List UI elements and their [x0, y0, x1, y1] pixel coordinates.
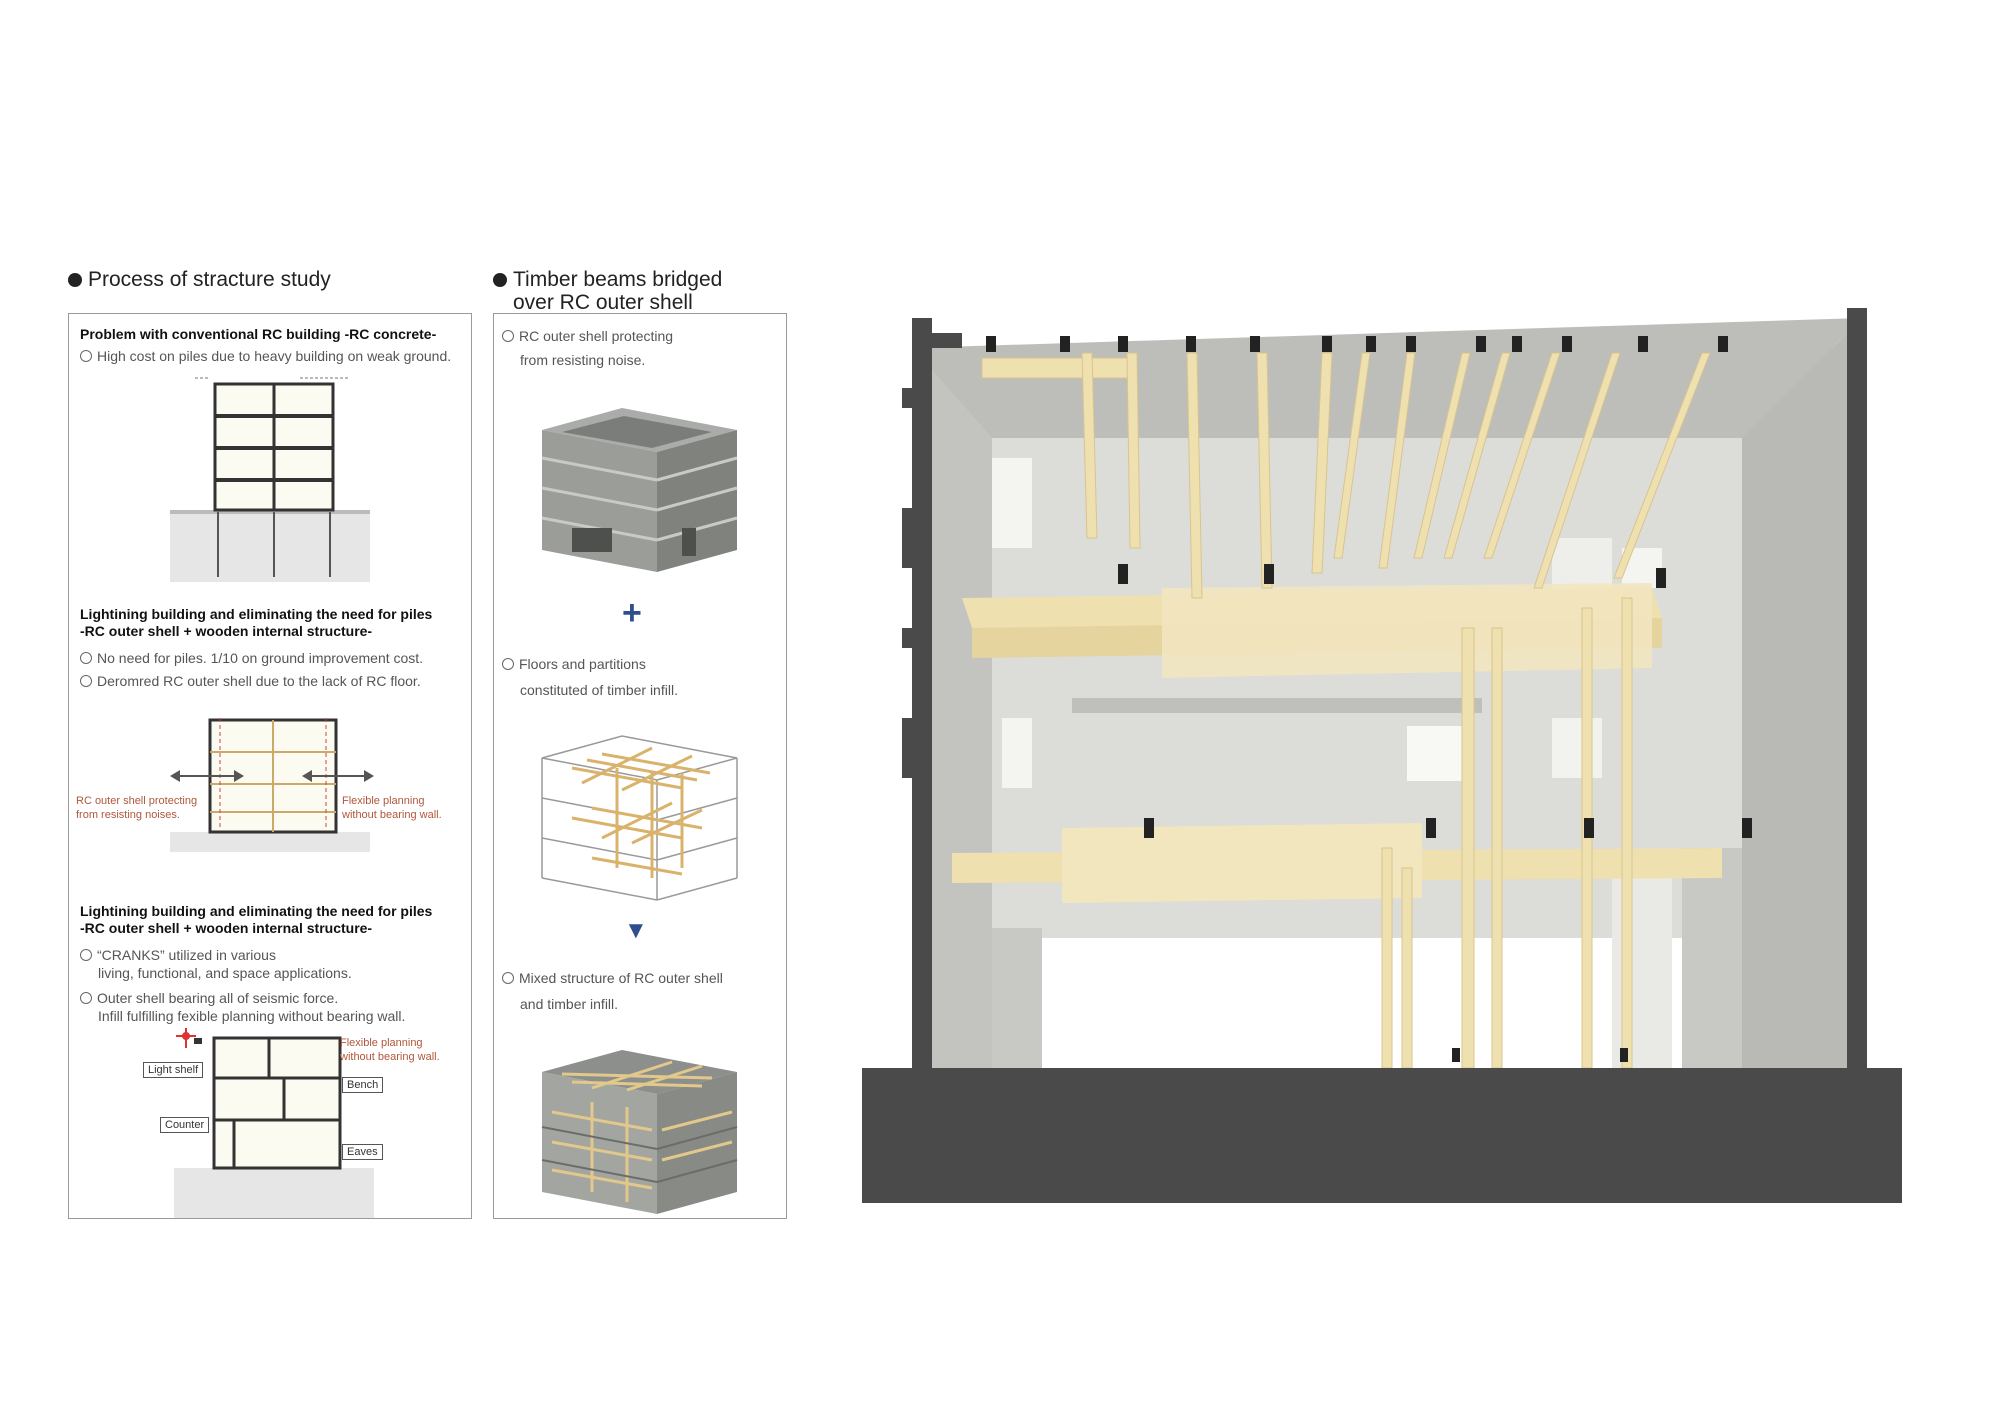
circle-bullet-icon	[80, 949, 92, 961]
process-heading: Process of stracture study	[68, 268, 331, 291]
section1-title: Problem with conventional RC building -R…	[80, 326, 437, 342]
bullet-dot-icon	[68, 273, 82, 287]
bullet-dot-icon	[493, 273, 507, 287]
rc-shell-axonometric	[541, 408, 738, 572]
section1-bullet: High cost on piles due to heavy building…	[80, 347, 451, 365]
circle-bullet-icon	[502, 658, 514, 670]
circle-bullet-icon	[80, 675, 92, 687]
section2-bullet-2: Deromred RC outer shell due to the lack …	[80, 672, 421, 690]
timber-infill-axonometric	[541, 735, 738, 901]
tag-eaves: Eaves	[342, 1144, 383, 1160]
mixed-structure-axonometric	[541, 1050, 738, 1214]
section2-bullet-1: No need for piles. 1/10 on ground improv…	[80, 649, 423, 667]
circle-bullet-icon	[80, 350, 92, 362]
shell-infill-section-diagram	[170, 718, 374, 852]
section3-title: Lightining building and eliminating the …	[80, 903, 433, 936]
circle-bullet-icon	[80, 652, 92, 664]
tag-bench: Bench	[342, 1077, 384, 1093]
circle-bullet-icon	[80, 992, 92, 1004]
section3-bullet-2: Outer shell bearing all of seismic force…	[80, 989, 405, 1025]
timber-heading: Timber beams bridged over RC outer shell	[493, 268, 722, 314]
cranks-section-diagram	[174, 1028, 374, 1218]
tag-light-shelf: Light shelf	[143, 1062, 204, 1078]
tag-counter: Counter	[160, 1117, 210, 1133]
building-section-perspective	[862, 308, 1902, 1203]
down-arrow-icon: ▼	[624, 917, 648, 944]
plus-symbol: +	[622, 594, 642, 632]
circle-bullet-icon	[502, 330, 514, 342]
conventional-rc-section-diagram	[170, 377, 370, 582]
circle-bullet-icon	[502, 972, 514, 984]
section2-title: Lightining building and eliminating the …	[80, 606, 433, 639]
